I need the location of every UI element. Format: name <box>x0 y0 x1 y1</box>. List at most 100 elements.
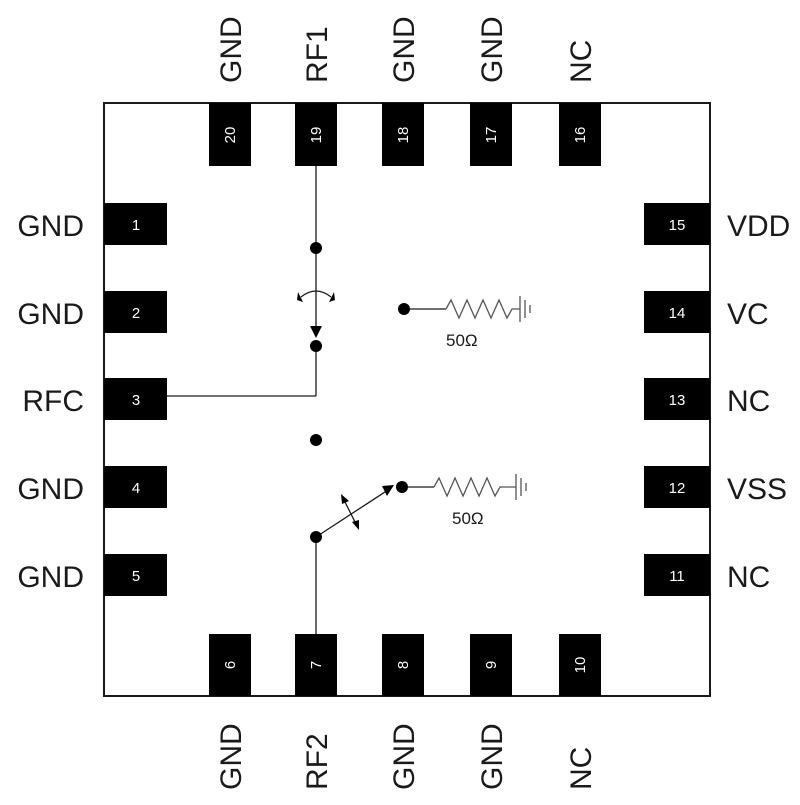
pin-3: 3 RFC <box>22 378 167 420</box>
pin-number: 18 <box>395 127 412 144</box>
package-body <box>103 102 711 697</box>
pin-9: 9 GND <box>470 634 512 790</box>
pad <box>644 291 710 333</box>
pin-number: 20 <box>222 127 239 144</box>
pin-19: 19 RF1 <box>295 26 337 166</box>
pin-number: 15 <box>669 217 686 234</box>
pad <box>104 554 167 596</box>
pin-label: GND <box>476 723 509 790</box>
pin-number: 9 <box>483 661 500 669</box>
pad <box>470 634 512 696</box>
rfc-upper-contact <box>310 340 322 352</box>
pin-14: 14 VC <box>644 291 769 333</box>
lower-switch-motion-arrow <box>341 494 359 530</box>
pin-number: 6 <box>222 661 239 669</box>
pin-number: 10 <box>572 657 589 674</box>
pin-7: 7 RF2 <box>295 634 337 790</box>
pin-number: 4 <box>132 480 140 497</box>
pin-number: 1 <box>132 217 140 234</box>
pin-5: 5 GND <box>17 554 167 596</box>
pin-16: 16 NC <box>559 40 601 166</box>
pin-number: 7 <box>308 661 325 669</box>
pin-label: GND <box>388 723 421 790</box>
pin-label: GND <box>17 298 84 331</box>
pin-label: RFC <box>22 385 84 418</box>
pad <box>644 554 710 596</box>
pin-label: NC <box>727 385 770 418</box>
pad <box>295 634 337 696</box>
pad <box>382 103 424 166</box>
pad <box>559 634 601 696</box>
lower-blade-arrowhead <box>382 485 394 496</box>
pin-label: VDD <box>727 210 790 243</box>
pin-label: GND <box>17 210 84 243</box>
pin-label: GND <box>17 561 84 594</box>
upper-resistor-label: 50Ω <box>446 331 478 350</box>
pin-number: 8 <box>395 661 412 669</box>
pin-6: 6 GND <box>209 634 251 790</box>
rf2-pivot <box>310 531 322 543</box>
pad <box>644 466 710 508</box>
ground-icon <box>515 474 527 500</box>
lower-term-contact <box>396 481 408 493</box>
pin-10: 10 NC <box>559 634 601 790</box>
pad <box>644 203 710 245</box>
switch-schematic <box>167 166 446 634</box>
pad <box>559 103 601 166</box>
pin-label: NC <box>565 40 598 83</box>
pin-label: NC <box>565 747 598 790</box>
upper-rf1-contact <box>310 242 322 254</box>
pin-label: GND <box>215 723 248 790</box>
pin-number: 5 <box>132 568 140 585</box>
rfc-lower-contact <box>310 434 322 446</box>
pad <box>470 103 512 166</box>
pad <box>382 634 424 696</box>
upper-blade-arrowhead <box>310 326 322 338</box>
lower-switch-blade <box>315 489 389 538</box>
pin-number: 13 <box>669 392 686 409</box>
pin-12: 12 VSS <box>644 466 787 508</box>
pad <box>209 103 251 166</box>
lower-resistor-label: 50Ω <box>452 509 484 528</box>
pin-number: 16 <box>572 127 589 144</box>
pin-label: GND <box>215 16 248 83</box>
pin-18: 18 GND <box>382 16 424 166</box>
pad <box>104 466 167 508</box>
pin-label: VSS <box>727 473 787 506</box>
pin-label: RF1 <box>301 26 334 83</box>
pad <box>104 378 167 420</box>
upper-term-contact <box>398 303 410 315</box>
pad <box>209 634 251 696</box>
pin-number: 17 <box>483 127 500 144</box>
pin-label: GND <box>17 473 84 506</box>
ground-icon <box>519 296 531 322</box>
pin-1: 1 GND <box>17 203 167 245</box>
pin-number: 2 <box>132 305 140 322</box>
pin-4: 4 GND <box>17 466 167 508</box>
lower-termination-resistor <box>433 476 516 498</box>
pin-label: NC <box>727 561 770 594</box>
pin-20: 20 GND <box>209 16 251 166</box>
pin-label: GND <box>476 16 509 83</box>
pin-label: RF2 <box>301 733 334 790</box>
pin-label: GND <box>388 16 421 83</box>
pin-17: 17 GND <box>470 16 512 166</box>
pin-8: 8 GND <box>382 634 424 790</box>
pin-2: 2 GND <box>17 291 167 333</box>
upper-termination-resistor <box>445 298 520 320</box>
pin-label: VC <box>727 298 769 331</box>
pin-11: 11 NC <box>644 554 770 596</box>
pin-number: 19 <box>308 127 325 144</box>
pin-13: 13 NC <box>644 378 770 420</box>
pin-number: 14 <box>669 305 686 322</box>
pad <box>644 378 710 420</box>
upper-switch-motion-arrow <box>297 290 335 302</box>
pad <box>295 103 337 166</box>
pad <box>104 291 167 333</box>
pin-15: 15 VDD <box>644 203 790 245</box>
pad <box>104 203 167 245</box>
pin-number: 11 <box>669 568 685 585</box>
pin-number: 12 <box>669 480 686 497</box>
pin-number: 3 <box>132 392 140 409</box>
